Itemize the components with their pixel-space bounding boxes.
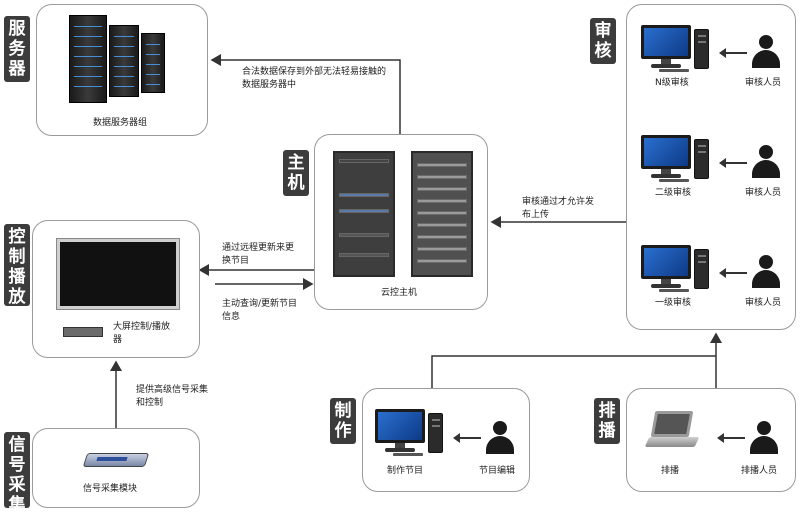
- control-play-panel: 大屏控制/播放器: [32, 220, 200, 358]
- review-1-pc-icon: [641, 243, 711, 293]
- reviewer-n-label: 审核人员: [745, 78, 782, 88]
- server-group-label: 数据服务器组: [93, 118, 148, 128]
- label-to-server: 合法数据保存到外部无法轻易接触的数据服务器中: [242, 67, 387, 90]
- host-panel: 云控主机: [314, 134, 488, 310]
- tag-host: 主机: [283, 150, 309, 196]
- line-produce-up: [431, 355, 716, 388]
- signal-module-label: 信号采集模块: [83, 484, 138, 494]
- review-1-label: 一级审核: [655, 298, 692, 308]
- tag-produce: 制作: [330, 398, 356, 444]
- signal-module-icon: [82, 449, 150, 471]
- label-query-update: 主动查询/更新节目信息: [222, 299, 298, 322]
- review-n-pc-icon: [641, 23, 711, 73]
- tag-review: 审核: [590, 18, 616, 64]
- laptop-icon: [644, 411, 700, 451]
- arrow-icon: [719, 158, 747, 168]
- cloud-host-label: 云控主机: [381, 288, 418, 298]
- label-signal-control: 提供高级信号采集和控制: [136, 385, 209, 408]
- arrow-icon: [719, 48, 747, 58]
- produce-panel: 制作节目 节目编辑: [362, 388, 530, 492]
- scheduler-label: 排播人员: [741, 466, 778, 476]
- reviewer-2-label: 审核人员: [745, 188, 782, 198]
- reviewer-1-icon: [751, 255, 781, 289]
- big-screen-icon: [57, 239, 179, 309]
- server-panel: 数据服务器组: [36, 4, 208, 136]
- cloud-rack-left-icon: [333, 151, 395, 277]
- produce-pc-icon: [375, 407, 445, 457]
- player-label: 大屏控制/播放器: [113, 322, 171, 345]
- reviewer-1-label: 审核人员: [745, 298, 782, 308]
- tag-signal: 信号采集: [4, 432, 30, 512]
- review-2-pc-icon: [641, 133, 711, 183]
- player-box-icon: [63, 327, 103, 337]
- label-review-publish: 审核通过才允许发布上传: [522, 197, 595, 220]
- editor-label: 节目编辑: [479, 466, 516, 476]
- arrow-icon: [453, 433, 481, 443]
- tag-server: 服务器: [4, 16, 30, 82]
- arrow-host-to-server: [210, 54, 401, 134]
- produce-pc-label: 制作节目: [387, 466, 424, 476]
- review-n-label: N级审核: [655, 78, 689, 88]
- review-2-label: 二级审核: [655, 188, 692, 198]
- tag-schedule: 排播: [594, 398, 620, 444]
- label-remote-update: 通过远程更新来更换节目: [222, 243, 295, 266]
- editor-icon: [485, 421, 515, 455]
- tag-control-play: 控制播放: [4, 224, 30, 307]
- schedule-device-label: 排播: [661, 466, 680, 476]
- server-rack-icon: [69, 15, 169, 107]
- arrow-icon: [719, 268, 747, 278]
- arrow-icon: [717, 433, 745, 443]
- review-panel: N级审核 审核人员 二级审核 审核人员 一级审核 审核人员: [626, 4, 796, 330]
- cloud-rack-right-icon: [411, 151, 473, 277]
- scheduler-icon: [749, 421, 779, 455]
- schedule-panel: 排播 排播人员: [626, 388, 796, 492]
- signal-panel: 信号采集模块: [32, 428, 200, 508]
- reviewer-2-icon: [751, 145, 781, 179]
- reviewer-n-icon: [751, 35, 781, 69]
